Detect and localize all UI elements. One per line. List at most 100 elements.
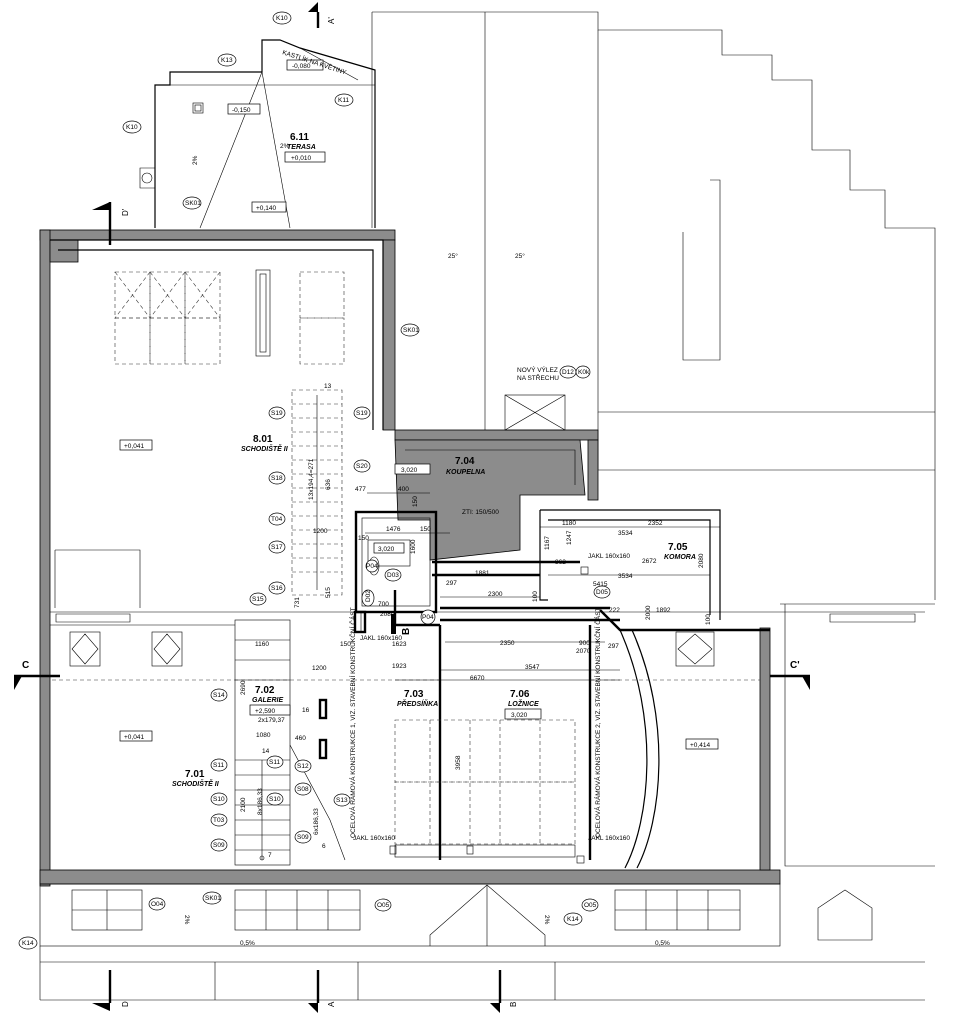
room-level: +0,010 <box>291 155 311 162</box>
tag-s18[interactable]: S18 <box>268 471 286 485</box>
note-zti: ZTI: 150/500 <box>462 509 499 516</box>
section-a-top[interactable]: A' <box>308 2 336 28</box>
svg-text:S09: S09 <box>213 842 225 849</box>
room-name: KOUPELNA <box>446 469 485 476</box>
tag-o04[interactable]: O04 <box>148 897 166 911</box>
tag-d02[interactable]: D02 <box>361 589 375 607</box>
room-7-01[interactable]: 7.01 SCHODIŠTĚ II <box>172 769 220 788</box>
tag-k14a[interactable]: K14 <box>18 936 38 950</box>
tag-sk01a[interactable]: SK01 <box>182 196 202 210</box>
svg-text:SK01: SK01 <box>403 327 419 334</box>
tag-d05[interactable]: D05 <box>593 585 611 599</box>
section-b-bottom-label: B <box>509 1002 518 1007</box>
tag-k10b[interactable]: K10 <box>122 120 142 134</box>
tag-s11a[interactable]: S11 <box>210 758 228 772</box>
tag-t03[interactable]: T03 <box>210 813 228 827</box>
tag-k14b[interactable]: K14 <box>563 912 583 926</box>
dim-3534b: 3534 <box>618 573 633 580</box>
tag-s19a[interactable]: S19 <box>268 406 286 420</box>
svg-text:K0k: K0k <box>578 369 590 376</box>
svg-text:O05: O05 <box>377 902 390 909</box>
facade-windows <box>39 883 925 1001</box>
svg-text:D03: D03 <box>387 572 399 579</box>
room-6-11[interactable]: 6.11 TERASA +0,010 <box>284 132 326 163</box>
slope-indicators: 2% 2% 25° 25° 2% 2% 0,5% 0,5% <box>183 143 670 947</box>
room-name: SCHODIŠTĚ II <box>241 444 289 453</box>
tag-k10a[interactable]: K10 <box>272 11 292 25</box>
svg-text:K10: K10 <box>126 124 138 131</box>
dim-297a: 297 <box>446 580 457 587</box>
dim-2080b: 2080 <box>380 611 395 618</box>
svg-text:S11: S11 <box>269 759 280 766</box>
svg-text:O04: O04 <box>151 901 164 908</box>
tag-s16[interactable]: S16 <box>268 581 286 595</box>
section-a-bottom-label: A <box>327 1001 336 1007</box>
dim-2000: 2000 <box>645 605 652 620</box>
dim-1247: 1247 <box>566 530 573 545</box>
tag-s09b[interactable]: S09 <box>294 830 312 844</box>
section-c-left[interactable]: C <box>14 660 60 690</box>
room-name: SCHODIŠTĚ II <box>172 779 220 788</box>
slope-5: 2% <box>183 915 190 925</box>
tag-sk01b[interactable]: SK01 <box>400 323 420 337</box>
dim-1080: 1080 <box>256 732 271 739</box>
columns <box>354 566 589 864</box>
tag-s17[interactable]: S17 <box>268 540 286 554</box>
tag-s08[interactable]: S08 <box>294 782 312 796</box>
tag-s10b[interactable]: S10 <box>266 792 284 806</box>
tag-s19b[interactable]: S19 <box>353 406 371 420</box>
tag-k13[interactable]: K13 <box>217 53 237 67</box>
dim-477: 477 <box>355 486 366 493</box>
tag-s11b[interactable]: S11 <box>266 755 284 769</box>
room-number: 7.02 <box>255 685 275 696</box>
tag-d12[interactable]: D12 <box>559 365 577 379</box>
room-name: GALERIE <box>252 697 283 704</box>
tag-s20[interactable]: S20 <box>353 459 371 473</box>
tag-p04b[interactable]: P04 <box>420 609 436 625</box>
tag-s14[interactable]: S14 <box>210 688 228 702</box>
room-7-05[interactable]: 7.05 KOMORA <box>664 542 696 561</box>
tag-s15[interactable]: S15 <box>249 592 267 606</box>
note-steps-14: 14 <box>262 748 270 755</box>
tag-k11[interactable]: K11 <box>334 93 354 107</box>
tag-s10a[interactable]: S10 <box>210 792 228 806</box>
tag-t04[interactable]: T04 <box>268 512 286 526</box>
note-vylez-2: NA STŘECHU <box>517 373 559 382</box>
section-b-bottom[interactable]: B <box>490 970 518 1013</box>
svg-text:P04: P04 <box>422 614 434 621</box>
tag-o05a[interactable]: O05 <box>374 898 392 912</box>
dim-2300: 2300 <box>488 591 503 598</box>
room-8-01[interactable]: 8.01 SCHODIŠTĚ II <box>241 434 289 453</box>
room-number: 7.01 <box>185 769 205 780</box>
level-tags: -0,080 -0,150 +0,140 +0,041 +0,041 +0,41… <box>119 59 719 750</box>
tag-p04[interactable]: P04 <box>365 559 379 573</box>
note-stairs-lower-2: 6x186,33 <box>313 808 320 835</box>
svg-text:S19: S19 <box>356 410 368 417</box>
tag-sk01c[interactable]: SK01 <box>202 891 222 905</box>
dim-1167: 1167 <box>544 536 551 550</box>
dim-2690: 2690 <box>240 680 247 695</box>
room-7-06[interactable]: 7.06 LOŽNICE 3,020 <box>504 689 542 720</box>
note-stairs-top-calc: 13x194,4=271 <box>308 458 315 500</box>
section-b-mid[interactable]: B <box>391 614 412 635</box>
tag-d03[interactable]: D03 <box>384 568 402 582</box>
section-d-bottom[interactable]: D <box>92 970 130 1011</box>
section-d-top[interactable]: D' <box>92 202 130 245</box>
svg-text:P04: P04 <box>366 563 378 570</box>
tag-s09a[interactable]: S09 <box>210 838 228 852</box>
tag-o05b[interactable]: O05 <box>581 898 599 912</box>
tag-k0k[interactable]: K0k <box>575 365 591 379</box>
tag-s13[interactable]: S13 <box>333 793 351 807</box>
tag-s12[interactable]: S12 <box>294 759 312 773</box>
note-stairs-gal: 2x179,37 <box>258 717 285 724</box>
room-7-03[interactable]: 7.03 PŘEDSÍŇKA <box>397 689 438 708</box>
section-a-bottom[interactable]: A <box>308 970 336 1013</box>
room-7-04[interactable]: 7.04 KOUPELNA 3,020 <box>394 456 485 476</box>
dim-900: 900 <box>579 640 590 647</box>
svg-text:O05: O05 <box>584 902 597 909</box>
dim-1623: 1623 <box>392 641 407 648</box>
svg-text:S08: S08 <box>297 786 309 793</box>
room-7-02[interactable]: 7.02 GALERIE +2,590 <box>249 685 291 716</box>
section-c-right[interactable]: C' <box>770 660 810 690</box>
room-number: 7.03 <box>404 689 424 700</box>
